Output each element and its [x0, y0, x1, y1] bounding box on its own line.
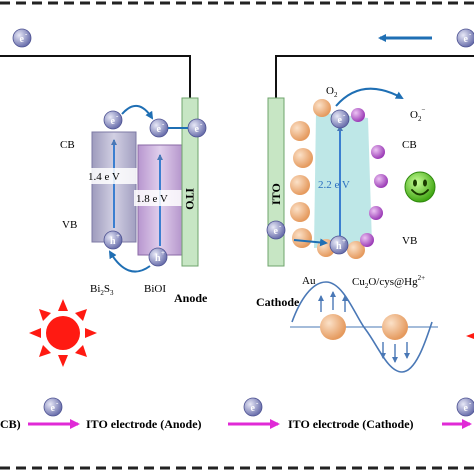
electron-icon: e - [187, 118, 207, 138]
hole-icon: h + [148, 247, 168, 267]
svg-text:e: e [157, 124, 162, 135]
svg-text:e: e [51, 403, 56, 414]
cathode-label: Cathode [256, 295, 300, 309]
svg-text:e: e [338, 115, 343, 126]
flow-step-anode: ITO electrode (Anode) [86, 417, 202, 431]
cathode-vb-label: VB [402, 235, 417, 247]
hole-electron-recombination-arrow [293, 238, 328, 247]
bioi-label: BiOI [144, 283, 166, 295]
external-circuit-anode [0, 55, 191, 98]
electron-icon: e - [266, 220, 286, 240]
svg-text:-: - [279, 222, 282, 230]
anode-label: Anode [174, 291, 208, 305]
svg-text:h: h [336, 241, 342, 252]
svg-text:-: - [343, 111, 346, 119]
svg-text:-: - [116, 112, 119, 120]
o2-label: O2 [326, 85, 338, 99]
svg-text:-: - [56, 399, 59, 407]
svg-text:-: - [469, 399, 472, 407]
bi2s3-label: Bi2S3 [90, 283, 114, 297]
svg-text:+: + [161, 249, 165, 257]
flow-step-cathode: ITO electrode (Cathode) [288, 417, 414, 431]
plasmon-wave-illustration [290, 281, 438, 373]
au-label: Au [302, 275, 316, 287]
electron-icon: e - [103, 110, 123, 130]
anode-cb-label: CB [60, 139, 75, 151]
svg-text:e: e [464, 34, 469, 45]
svg-text:+: + [342, 237, 346, 245]
electron-icon: e - [12, 28, 32, 48]
bi2s3-gap-label: 1.4 e V [88, 171, 120, 183]
o2-radical-label: O2− [410, 106, 425, 123]
electron-transfer-arrow [121, 105, 154, 120]
sun-icon-partial [466, 333, 474, 339]
svg-text:-: - [200, 120, 203, 128]
electron-symbol: e [20, 34, 25, 45]
svg-text:e: e [111, 116, 116, 127]
svg-text:e: e [274, 226, 279, 237]
electron-sign: - [25, 30, 28, 38]
electron-icon: e - [243, 397, 263, 417]
svg-text:+: + [116, 232, 120, 240]
svg-text:h: h [110, 236, 116, 247]
cathode-gap-label: 2.2 e V [318, 179, 350, 191]
o2-reduction-arrow [335, 87, 404, 107]
anode-ito-label: ITO [183, 188, 197, 210]
flow-start-label: CB) [0, 417, 21, 431]
cathode-ito-electrode [267, 97, 285, 267]
hole-transfer-arrow [108, 250, 151, 273]
svg-text:e: e [464, 403, 469, 414]
electron-icon: e - [149, 118, 169, 138]
cathode-cb-label: CB [402, 139, 417, 151]
svg-text:e: e [251, 403, 256, 414]
svg-text:e: e [195, 124, 200, 135]
composite-label: Cu2O/cys@Hg2+ [352, 274, 425, 290]
electron-icon: e - [43, 397, 63, 417]
electron-icon: e - [456, 397, 474, 417]
anode-vb-label: VB [62, 219, 77, 231]
svg-text:-: - [469, 30, 472, 38]
svg-text:-: - [256, 399, 259, 407]
svg-text:-: - [162, 120, 165, 128]
external-circuit-cathode [275, 55, 474, 98]
electron-icon: e - [456, 28, 474, 48]
hole-icon: h + [329, 235, 349, 255]
cathode-ito-label: ITO [269, 183, 283, 205]
bioi-gap-label: 1.8 e V [136, 193, 168, 205]
hole-icon: h + [103, 230, 123, 250]
electron-icon: e - [330, 109, 350, 129]
sun-icon [29, 299, 97, 367]
svg-text:h: h [155, 253, 161, 264]
smiley-icon [404, 171, 436, 203]
cu2o-bandgap-region [314, 112, 372, 248]
hg-ions [351, 108, 388, 247]
anode-ito-electrode [181, 97, 199, 267]
